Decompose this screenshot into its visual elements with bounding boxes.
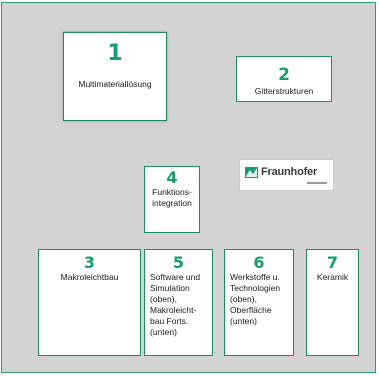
label-line: Technologien [230, 283, 281, 293]
fraunhofer-logo: Fraunhofer [239, 159, 334, 191]
box-number: 7 [326, 253, 339, 272]
fraunhofer-mark-icon [245, 167, 258, 178]
label-line: Werkstoffe u. [230, 272, 280, 282]
box-label: Funktions- integration [145, 187, 199, 209]
label-line: Funktions- [152, 187, 192, 197]
diagram-panel: 1 Multimateriallösung 2 Gitterstrukturen… [1, 2, 376, 373]
box-keramik: 7 Keramik [306, 249, 359, 356]
box-makroleichtbau: 3 Makroleichtbau [38, 249, 141, 356]
label-line: (oben), [230, 294, 257, 304]
box-multimaterial: 1 Multimateriallösung [63, 32, 167, 121]
box-funktionsintegration: 4 Funktions- integration [144, 166, 200, 233]
label-line: integration [152, 198, 192, 208]
box-number: 1 [107, 41, 123, 66]
label-line: (unten) [150, 327, 177, 337]
label-line: Makroleicht- [150, 305, 197, 315]
box-label: Werkstoffe u. Technologien (oben), Oberf… [225, 272, 293, 327]
box-number: 2 [278, 65, 290, 85]
box-software-simulation: 5 Software und Simulation (oben), Makrol… [144, 249, 213, 356]
box-label: Gitterstrukturen [254, 86, 314, 96]
box-label: Multimateriallösung [78, 79, 152, 89]
box-label: Makroleichtbau [60, 272, 119, 282]
label-line: Simulation [150, 283, 190, 293]
box-number: 5 [172, 253, 185, 272]
label-line: (unten) [230, 316, 257, 326]
label-line: Oberfläche [230, 305, 272, 315]
box-number: 3 [83, 253, 96, 272]
box-label: Keramik [316, 272, 349, 282]
label-line: Software und [150, 272, 201, 282]
box-number: 4 [166, 168, 178, 187]
logo-text: Fraunhofer [261, 166, 318, 178]
box-label: Software und Simulation (oben), Makrolei… [145, 272, 212, 338]
label-line: (oben), [150, 294, 177, 304]
box-number: 6 [253, 253, 265, 272]
box-werkstoffe: 6 Werkstoffe u. Technologien (oben), Obe… [224, 249, 294, 356]
label-line: bau Forts. [150, 316, 189, 326]
box-gitterstrukturen: 2 Gitterstrukturen [236, 56, 332, 102]
logo-subline [307, 182, 327, 184]
